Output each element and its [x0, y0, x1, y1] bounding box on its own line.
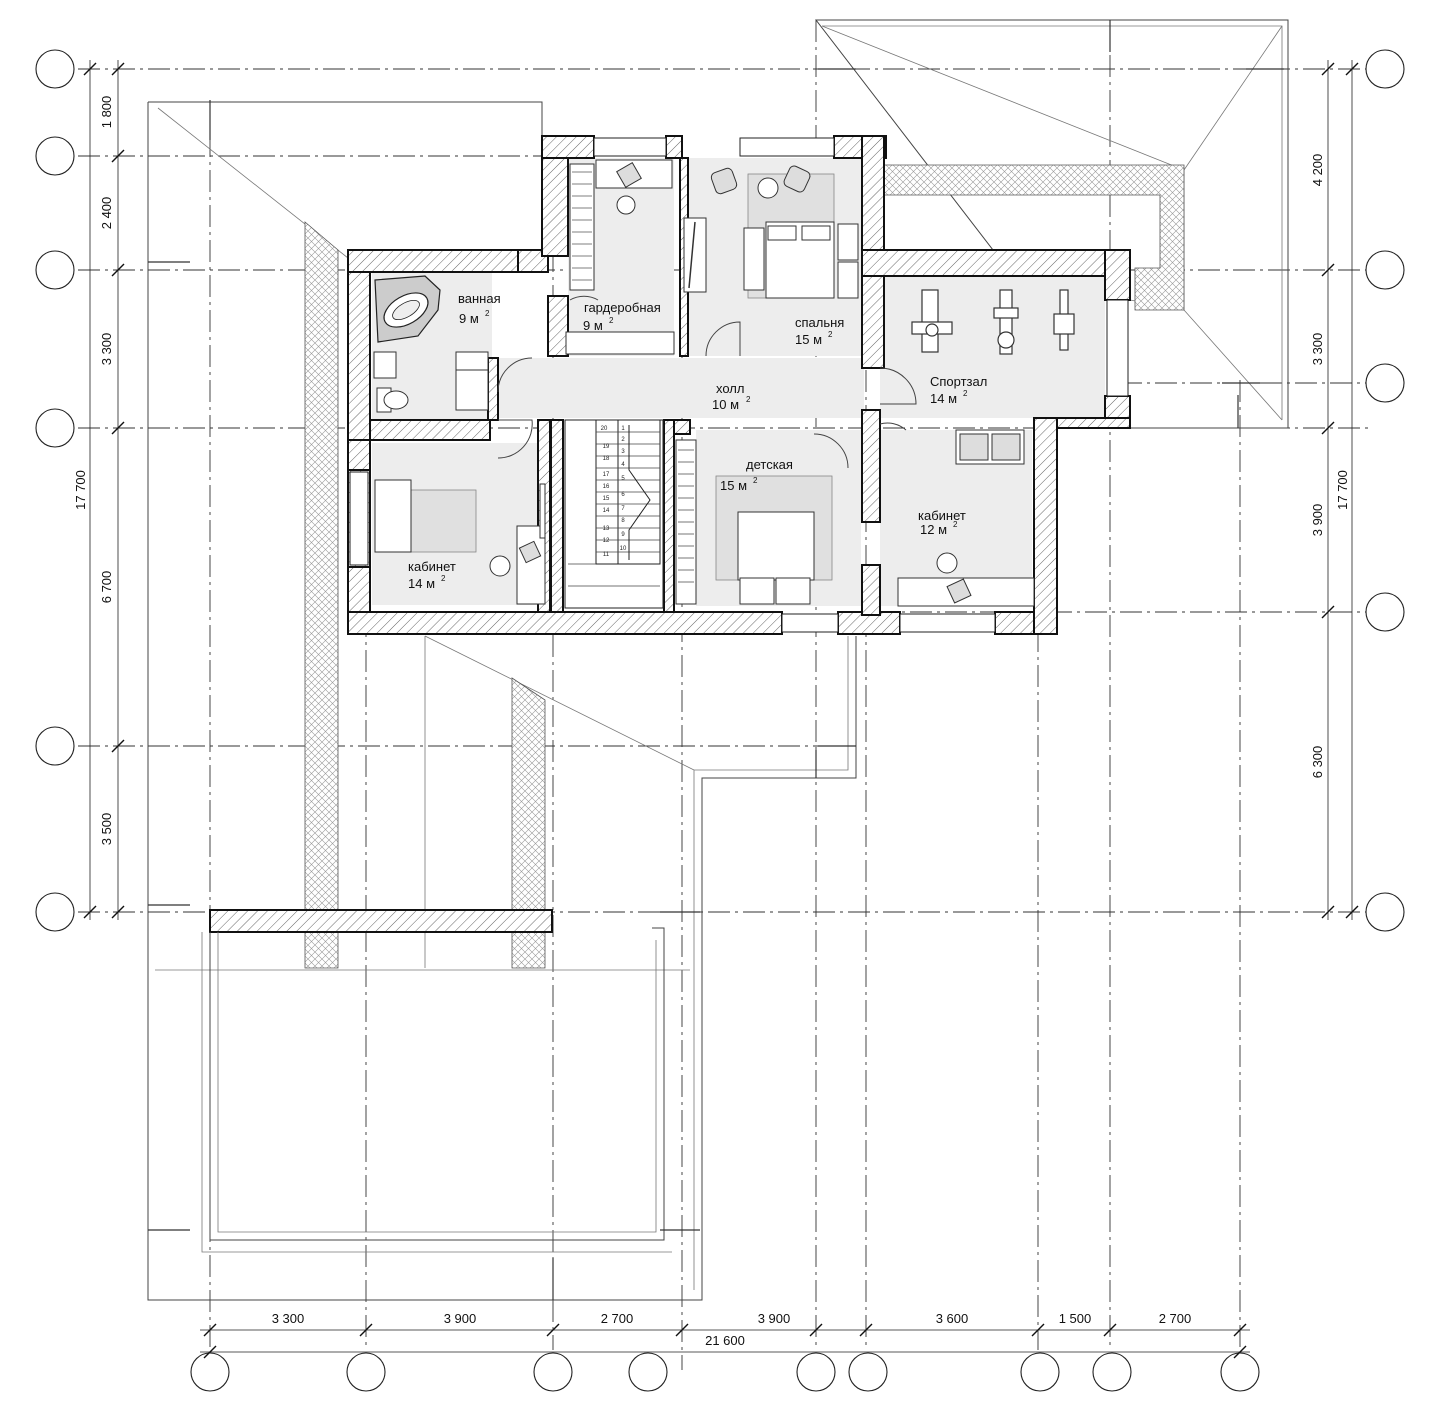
stair-step-number: 16	[603, 484, 610, 490]
dim-bottom-2: 3 900	[444, 1311, 477, 1326]
stair-step-number: 14	[603, 508, 610, 514]
room-name: Спортзал	[930, 374, 987, 389]
stair-step-number: 20	[601, 426, 608, 432]
dim-left-3: 3 300	[99, 333, 114, 366]
room-area: 14 м	[930, 391, 957, 406]
room-label-office-right[interactable]: кабинет 12 м 2	[918, 508, 966, 537]
stair-step-number: 1	[621, 426, 625, 432]
dimension-lines	[83, 60, 1359, 1359]
stair-step-number: 17	[603, 472, 610, 478]
room-area-sup: 2	[753, 476, 758, 485]
dim-right-3: 3 900	[1310, 504, 1325, 537]
room-label-wardrobe[interactable]: гардеробная 9 м 2	[583, 300, 661, 333]
room-label-nursery[interactable]: детская 15 м 2	[720, 457, 793, 493]
staircase[interactable]: 19 18 17 16 15 14 13 12 11 20 1 2 3 4 5 …	[564, 419, 664, 609]
stair-step-number: 3	[621, 449, 625, 455]
stair-numbers-left: 19 18 17 16 15 14 13 12 11	[603, 444, 610, 558]
room-area-sup: 2	[609, 316, 614, 325]
room-area: 9 м	[459, 311, 479, 326]
stair-step-number: 11	[603, 552, 610, 558]
room-label-office-left[interactable]: кабинет 14 м 2	[408, 559, 456, 591]
room-area: 15 м	[720, 478, 747, 493]
stair-step-number: 6	[621, 492, 625, 498]
room-area-sup: 2	[828, 330, 833, 339]
room-area: 14 м	[408, 576, 435, 591]
room-area-sup: 2	[441, 574, 446, 583]
stair-step-number: 2	[621, 437, 625, 443]
stair-step-number: 9	[621, 532, 625, 538]
dim-left-2: 2 400	[99, 197, 114, 230]
stair-step-number: 7	[621, 506, 625, 512]
room-area-sup: 2	[953, 520, 958, 529]
dim-bottom-4: 3 900	[758, 1311, 791, 1326]
room-area-sup: 2	[963, 389, 968, 398]
dim-left-4: 6 700	[99, 571, 114, 604]
dim-left-1: 1 800	[99, 96, 114, 129]
stair-step-number: 10	[620, 546, 627, 552]
stair-step-number: 8	[621, 518, 625, 524]
stair-step-number: 13	[603, 526, 610, 532]
roof-outlines	[147, 19, 1289, 1301]
dim-bottom-5: 3 600	[936, 1311, 969, 1326]
dim-right-1: 4 200	[1310, 154, 1325, 187]
room-label-gym[interactable]: Спортзал 14 м 2	[930, 374, 987, 406]
room-area: 12 м	[920, 522, 947, 537]
stair-step-number: 4	[621, 462, 625, 468]
stair-numbers-right: 20 1 2 3 4 5 6 7 8 9 10	[601, 426, 627, 552]
room-area: 10 м	[712, 397, 739, 412]
room-area-sup: 2	[746, 395, 751, 404]
dim-right-4: 6 300	[1310, 746, 1325, 779]
dim-bottom-7: 2 700	[1159, 1311, 1192, 1326]
room-label-bedroom[interactable]: спальня 15 м 2	[795, 315, 844, 347]
dim-bottom-total: 21 600	[705, 1333, 745, 1348]
room-label-bathroom[interactable]: ванная 9 м 2	[458, 291, 501, 326]
stair-step-number: 19	[603, 444, 610, 450]
room-label-hall[interactable]: холл 10 м 2	[712, 381, 751, 412]
room-name: спальня	[795, 315, 844, 330]
furniture	[373, 159, 1075, 607]
room-area-sup: 2	[485, 309, 490, 318]
dim-left-total: 17 700	[73, 470, 88, 510]
room-area: 9 м	[583, 318, 603, 333]
room-area: 15 м	[795, 332, 822, 347]
dim-bottom-6: 1 500	[1059, 1311, 1092, 1326]
room-name: кабинет	[918, 508, 966, 523]
walls	[347, 135, 1131, 635]
grid-bubbles	[35, 49, 1405, 1392]
dim-bottom-3: 2 700	[601, 1311, 634, 1326]
dim-right-2: 3 300	[1310, 333, 1325, 366]
dim-bottom-1: 3 300	[272, 1311, 305, 1326]
room-name: кабинет	[408, 559, 456, 574]
stair-step-number: 5	[621, 476, 625, 482]
room-name: ванная	[458, 291, 501, 306]
stair-step-number: 12	[603, 538, 610, 544]
dim-left-5: 3 500	[99, 813, 114, 846]
room-name: гардеробная	[584, 300, 661, 315]
dimension-labels: 1 800 2 400 3 300 6 700 3 500 17 700 4 2…	[73, 96, 1350, 1348]
room-name: детская	[746, 457, 793, 472]
dim-right-total: 17 700	[1335, 470, 1350, 510]
stair-step-number: 18	[603, 456, 610, 462]
room-name: холл	[716, 381, 744, 396]
stair-step-number: 15	[603, 496, 610, 502]
